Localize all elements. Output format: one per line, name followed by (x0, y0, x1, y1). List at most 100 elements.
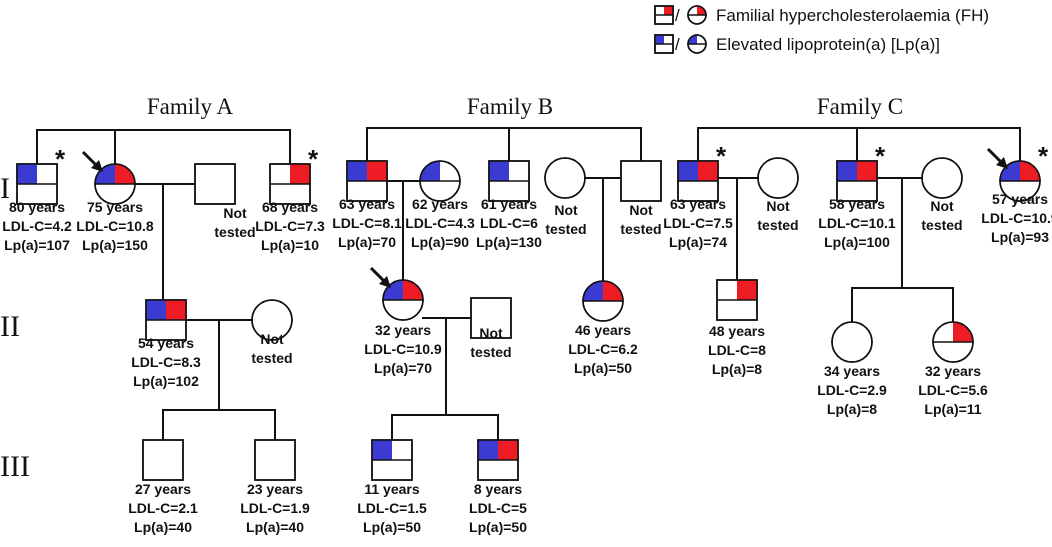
info-line: LDL-C=8.1 (332, 215, 402, 231)
info-line: LDL-C=7.3 (255, 218, 325, 234)
info-line: LDL-C=1.9 (240, 500, 310, 516)
info-line: Lp(a)=8 (712, 361, 762, 377)
info-line: tested (545, 221, 586, 237)
lpa-quadrant (347, 161, 367, 181)
fh-quadrant (953, 322, 973, 342)
info-line: 23 years (247, 481, 303, 497)
info-line: LDL-C=8 (708, 342, 766, 358)
generation-label-iii: III (0, 450, 30, 483)
lpa-quadrant (678, 161, 698, 181)
info-line: tested (757, 217, 798, 233)
legend-fh-label: Familial hypercholesterolaemia (FH) (716, 6, 989, 25)
info-line: Lp(a)=10 (261, 237, 319, 253)
fh-quadrant (115, 164, 135, 184)
sibling-line (851, 287, 954, 322)
fh-quadrant (290, 164, 310, 184)
info-line: tested (921, 217, 962, 233)
fh-quadrant (664, 6, 673, 15)
info-line: 8 years (474, 481, 522, 497)
lpa-quadrant (372, 440, 392, 460)
individual-info: Not tested (757, 198, 798, 233)
legend-lpa-circle-icon (687, 34, 707, 54)
info-line: Lp(a)=107 (4, 237, 70, 253)
lpa-quadrant (383, 280, 403, 300)
info-line: tested (470, 344, 511, 360)
info-line: 54 years (138, 335, 194, 351)
legend-separator: / (675, 35, 680, 54)
info-line: Lp(a)=70 (338, 234, 396, 250)
individual-b-ii-2: Not tested (470, 297, 512, 360)
legend: Familial hypercholesterolaemia (FH) Elev… (654, 5, 989, 54)
info-line: LDL-C=5.6 (918, 382, 988, 398)
info-line: LDL-C=10.9 (364, 341, 442, 357)
generation-label-i: I (0, 172, 10, 205)
info-line: 48 years (709, 323, 765, 339)
family-a-title: Family A (147, 94, 234, 119)
info-line: 46 years (575, 322, 631, 338)
fh-quadrant (603, 281, 623, 301)
fh-quadrant (367, 161, 387, 181)
info-line: tested (620, 221, 661, 237)
fh-quadrant (498, 440, 518, 460)
info-line: Not (554, 202, 578, 218)
info-line: 80 years (9, 199, 65, 215)
info-line: 61 years (481, 196, 537, 212)
asterisk-marker: * (875, 141, 886, 171)
info-line: 63 years (339, 196, 395, 212)
asterisk-marker: * (1038, 141, 1049, 171)
lpa-quadrant (420, 161, 440, 181)
info-line: Not (479, 325, 503, 341)
info-line: Not (766, 198, 790, 214)
lpa-quadrant (655, 35, 664, 44)
asterisk-marker: * (308, 144, 319, 174)
lpa-quadrant (583, 281, 603, 301)
info-line: Lp(a)=74 (669, 234, 727, 250)
fh-quadrant (403, 280, 423, 300)
info-line: 32 years (375, 322, 431, 338)
fh-quadrant (166, 300, 186, 320)
info-line: Not (260, 331, 284, 347)
info-line: Lp(a)=50 (469, 519, 527, 535)
sibling-line (391, 414, 499, 440)
info-line: LDL-C=6.2 (568, 341, 638, 357)
info-line: Lp(a)=93 (991, 229, 1049, 245)
info-line: LDL-C=10.1 (818, 215, 896, 231)
asterisk-marker: * (716, 141, 727, 171)
info-line: LDL-C=10.9 (981, 210, 1052, 226)
fh-quadrant (698, 161, 718, 181)
individual-info: Not tested (921, 198, 962, 233)
lpa-quadrant (1000, 161, 1020, 181)
info-line: Not (930, 198, 954, 214)
proband-arrow-icon (81, 150, 103, 172)
info-line: 62 years (412, 196, 468, 212)
legend-fh-square-icon (654, 5, 674, 25)
lpa-quadrant (837, 161, 857, 181)
